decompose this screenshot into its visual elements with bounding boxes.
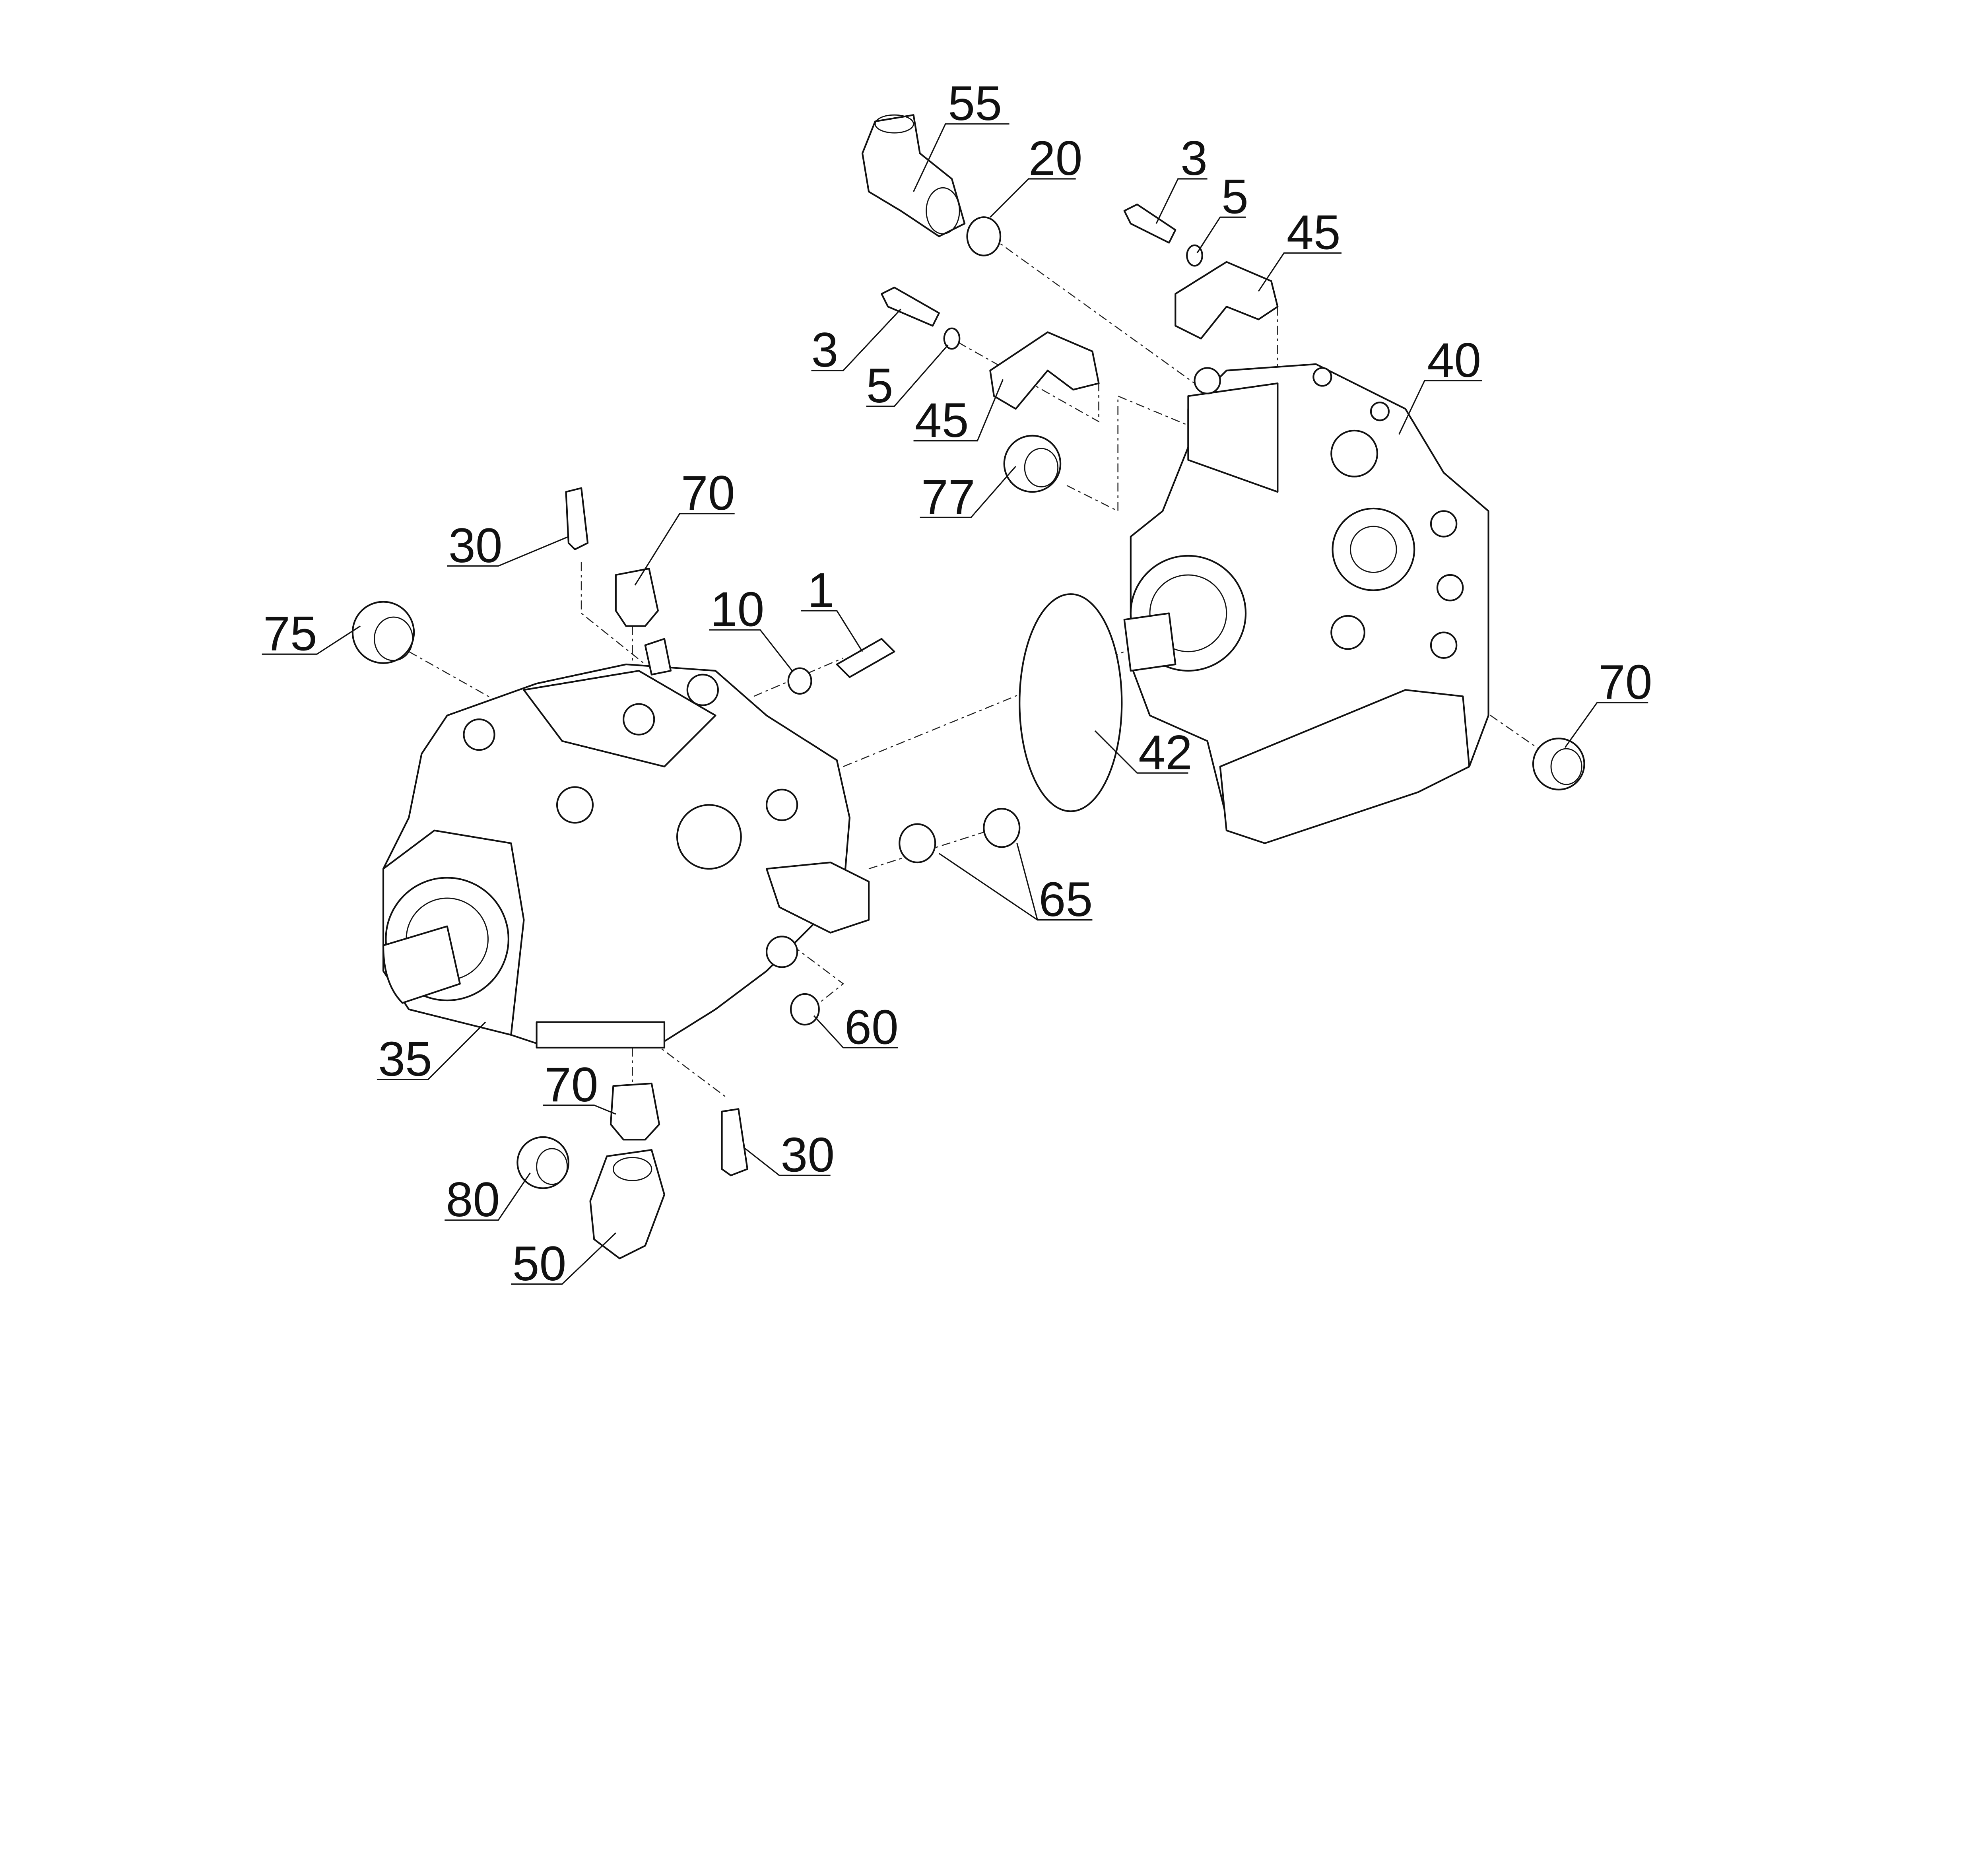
- label-55: 55: [948, 76, 1002, 130]
- small-parts: [351, 114, 1585, 1260]
- bolt-3-left: [881, 286, 940, 327]
- label-10: 10: [711, 582, 765, 637]
- part-labels: 55 20 3 5 45 3 5 45 77 40 30 70 75 10 1 …: [262, 76, 1652, 1291]
- label-5-left: 5: [866, 358, 893, 413]
- label-30-top: 30: [448, 518, 503, 573]
- sensor-30-top: [565, 487, 589, 550]
- elbow-50: [589, 1149, 666, 1260]
- bolt-3-top: [1123, 204, 1176, 244]
- fitting-70-top: [615, 567, 659, 627]
- o-ring-20: [966, 216, 1002, 256]
- label-45-top: 45: [1287, 205, 1341, 260]
- bolt-1: [836, 638, 895, 678]
- plug-60: [790, 993, 820, 1026]
- sensor-30-bottom: [721, 1108, 748, 1177]
- label-70-bottom: 70: [544, 1057, 598, 1112]
- plug-75: [351, 601, 415, 664]
- label-35: 35: [378, 1032, 432, 1086]
- fitting-65-b: [983, 808, 1021, 848]
- label-42: 42: [1138, 725, 1192, 779]
- flange-45-top: [1175, 261, 1279, 340]
- label-1: 1: [808, 563, 835, 617]
- label-70-right: 70: [1598, 655, 1652, 709]
- washer-5-left: [943, 327, 961, 350]
- pump-35: [382, 638, 870, 1049]
- label-70-top: 70: [681, 466, 735, 520]
- fitting-70-right: [1532, 738, 1585, 790]
- o-ring-42: [1019, 593, 1123, 812]
- flange-45-left: [989, 331, 1100, 410]
- label-75: 75: [263, 606, 317, 661]
- elbow-55: [861, 114, 966, 237]
- label-5-top: 5: [1221, 169, 1248, 224]
- fitting-70-bottom: [610, 1082, 660, 1141]
- pump-40: [1123, 363, 1489, 844]
- label-30-bottom: 30: [780, 1128, 835, 1182]
- washer-10: [787, 667, 812, 695]
- fitting-80: [516, 1136, 570, 1189]
- fitting-65-a: [899, 823, 936, 864]
- label-60: 60: [845, 1000, 899, 1054]
- label-45-left: 45: [915, 393, 969, 447]
- label-50: 50: [513, 1236, 567, 1291]
- label-65: 65: [1039, 872, 1093, 926]
- label-20: 20: [1029, 131, 1083, 185]
- label-77: 77: [921, 470, 975, 524]
- label-40: 40: [1427, 333, 1481, 387]
- label-80: 80: [446, 1172, 500, 1227]
- label-3-left: 3: [811, 322, 838, 377]
- label-3-top: 3: [1180, 131, 1208, 185]
- parts-diagram: 55 20 3 5 45 3 5 45 77 40 30 70 75 10 1 …: [262, 76, 1652, 1291]
